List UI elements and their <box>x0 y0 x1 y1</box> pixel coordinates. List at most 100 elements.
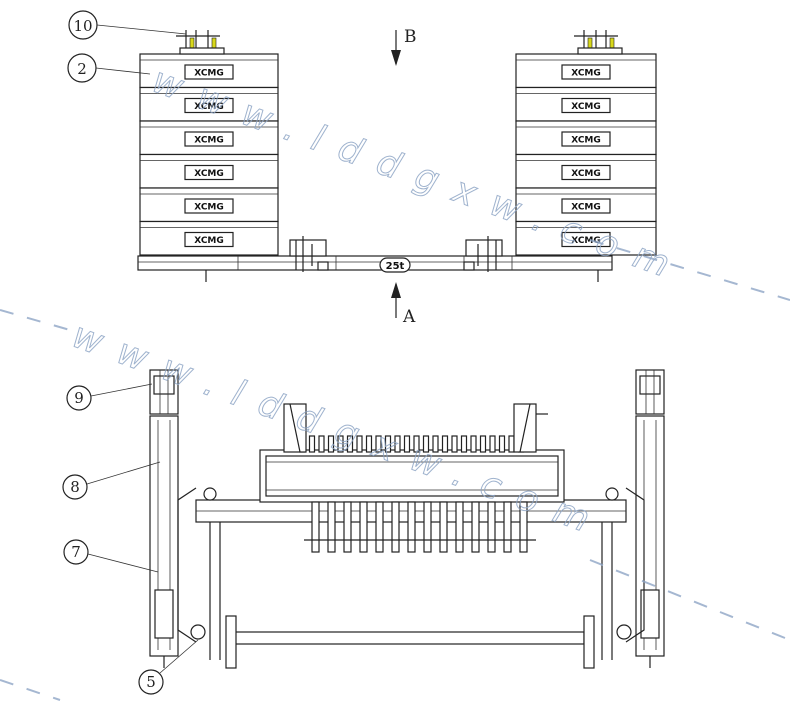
ballast-tooth <box>470 435 477 453</box>
connector-left <box>289 236 329 272</box>
weight-brand-label: XCMG <box>194 102 224 112</box>
left-weight-block: XCMG <box>139 86 279 122</box>
base-plate <box>137 255 613 271</box>
weight-brand-label: XCMG <box>571 169 601 179</box>
ballast-tooth <box>375 435 382 453</box>
ballast-tooth <box>451 435 458 453</box>
capacity-label: 25t <box>386 261 405 272</box>
ballast-tooth <box>327 435 335 453</box>
ballast-lower-rods <box>304 501 536 553</box>
ballast-tooth <box>422 435 430 453</box>
connector-right <box>463 236 503 272</box>
callout-9-label: 9 <box>74 389 84 407</box>
brand-plate <box>184 131 234 147</box>
ballast-tooth <box>318 435 325 453</box>
ballast-tooth <box>356 435 363 453</box>
callout-5: 5 <box>138 639 199 695</box>
ballast-rod <box>343 501 352 553</box>
ballast-tooth <box>498 435 506 453</box>
right-weight-stack: XCMG XCMG XCMG XCMG XCMG XCMG <box>515 53 657 256</box>
ballast-tooth <box>489 435 496 453</box>
callout-5-label: 5 <box>146 673 156 691</box>
main-platform <box>177 487 645 669</box>
ballast-tooth <box>394 435 401 453</box>
brand-plate <box>561 131 611 147</box>
weight-brand-label: XCMG <box>194 136 224 146</box>
brand-plate <box>561 97 611 114</box>
weight-brand-label: XCMG <box>194 236 224 246</box>
ballast-tooth <box>346 435 354 453</box>
right-weight-block: XCMG <box>515 53 657 89</box>
weight-brand-label: XCMG <box>571 236 601 246</box>
right-weight-block: XCMG <box>515 120 657 156</box>
ballast-tooth <box>441 435 449 453</box>
callout-10-label: 10 <box>73 17 92 35</box>
brand-plate <box>184 198 234 214</box>
callout-2-label: 2 <box>77 60 87 78</box>
brand-plate <box>561 198 611 214</box>
right-weight-block: XCMG <box>515 86 657 122</box>
ballast-tooth <box>403 435 411 453</box>
callout-9: 9 <box>66 383 153 411</box>
view-label-b: B <box>404 27 417 47</box>
weight-brand-label: XCMG <box>571 102 601 112</box>
brand-plate <box>561 164 611 181</box>
ballast-tooth <box>308 435 316 453</box>
right-weight-block: XCMG <box>515 220 657 256</box>
ballast-tooth <box>365 435 373 453</box>
ballast-rod <box>455 501 464 553</box>
ballast-tooth <box>413 435 420 453</box>
brand-plate <box>184 231 234 248</box>
callout-8-label: 8 <box>70 478 80 496</box>
view-label-a: A <box>402 307 416 327</box>
weight-brand-label: XCMG <box>194 203 224 213</box>
callout-10: 10 <box>68 10 187 40</box>
left-lifting-shackle <box>176 30 225 55</box>
capacity-badge <box>379 257 411 273</box>
ballast-rod <box>359 501 368 553</box>
brand-plate <box>561 64 611 80</box>
central-ballast-box <box>259 403 565 553</box>
callout-8: 8 <box>62 461 161 500</box>
left-column <box>149 369 179 668</box>
left-weight-block: XCMG <box>139 153 279 189</box>
brand-plate <box>184 97 234 114</box>
ballast-tooth <box>508 435 515 453</box>
brand-plate <box>184 164 234 181</box>
view-arrow-a: A <box>391 282 416 327</box>
weight-brand-label: XCMG <box>194 169 224 179</box>
ballast-rod <box>423 501 432 553</box>
ballast-rod <box>311 501 320 553</box>
ballast-tooth <box>337 435 344 453</box>
ballast-rod <box>375 501 384 553</box>
ballast-tooth <box>432 435 439 453</box>
callout-2: 2 <box>67 53 151 83</box>
left-weight-block: XCMG <box>139 120 279 156</box>
right-column <box>635 369 665 668</box>
weight-brand-label: XCMG <box>571 136 601 146</box>
weight-brand-label: XCMG <box>571 69 601 79</box>
right-lifting-shackle <box>574 30 623 55</box>
callout-7-label: 7 <box>71 543 81 561</box>
ballast-tooth <box>460 435 468 453</box>
left-weight-block: XCMG <box>139 220 279 256</box>
ballast-rod <box>391 501 400 553</box>
ballast-rod <box>439 501 448 553</box>
ballast-rod <box>519 501 528 553</box>
ballast-tooth <box>479 435 487 453</box>
ballast-rod <box>503 501 512 553</box>
weight-brand-label: XCMG <box>194 69 224 79</box>
ballast-rod <box>487 501 496 553</box>
ballast-rod <box>471 501 480 553</box>
front-view: 9 8 7 5 <box>62 369 665 695</box>
view-arrow-b: B <box>391 27 417 66</box>
weight-brand-label: XCMG <box>571 203 601 213</box>
brand-plate <box>184 64 234 80</box>
watermark: www.lddgxw.com www.lddgxw.com <box>0 59 790 701</box>
callout-7: 7 <box>63 539 159 573</box>
ballast-rod <box>407 501 416 553</box>
right-weight-block: XCMG <box>515 153 657 189</box>
ballast-tooth <box>384 435 392 453</box>
